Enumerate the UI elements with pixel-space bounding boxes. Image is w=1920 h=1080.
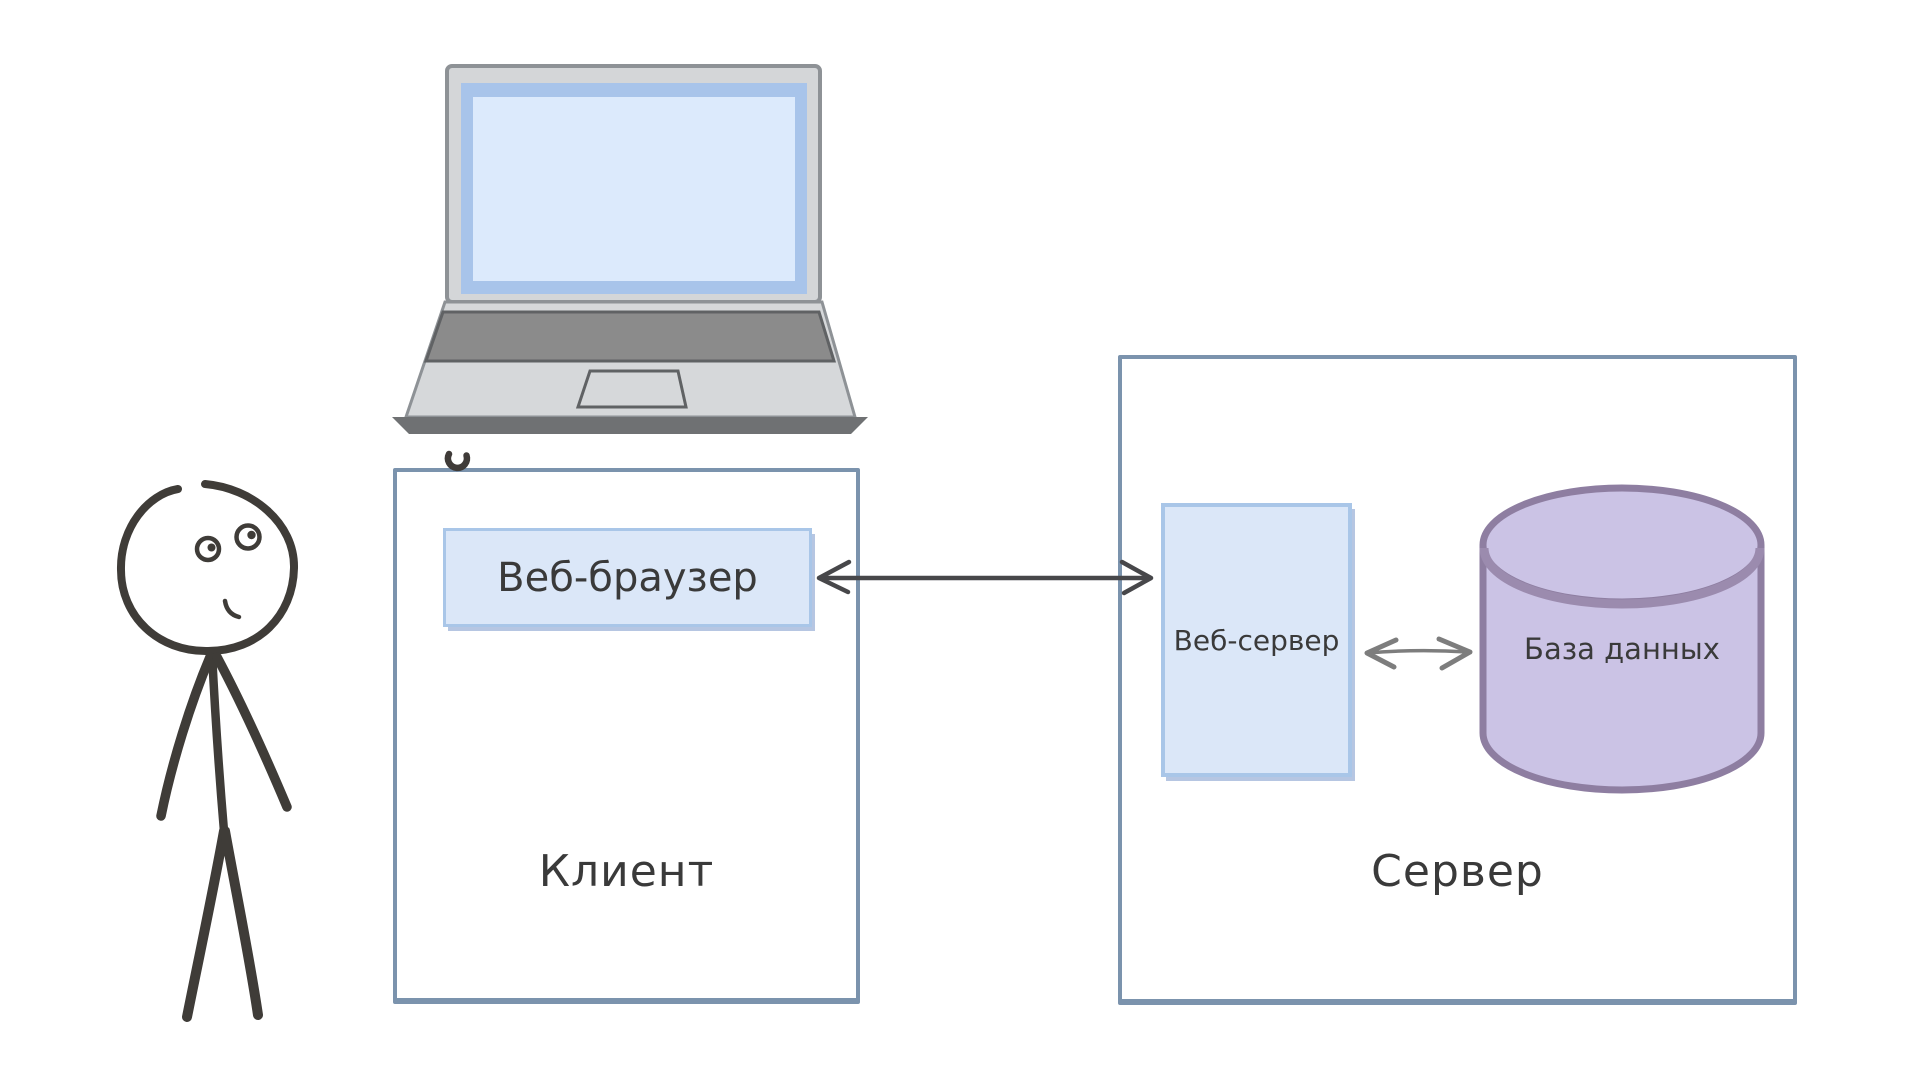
- laptop-screen: [473, 97, 795, 281]
- web-server-label: Веб-сервер: [1173, 623, 1340, 657]
- client-server-arrow: [816, 559, 1154, 596]
- web-browser-node: Веб-браузер: [443, 528, 812, 627]
- person-right-eye: [234, 523, 262, 551]
- person-head: [116, 480, 299, 656]
- person-left-eye: [194, 535, 222, 563]
- laptop-keyboard: [423, 310, 837, 363]
- laptop-lid: [445, 64, 822, 304]
- laptop-deck: [403, 300, 857, 419]
- web-server-node: Веб-сервер: [1161, 503, 1352, 777]
- curl-mark-icon: [444, 450, 471, 472]
- person-right-leg: [220, 826, 263, 1020]
- laptop-bezel: [461, 83, 807, 294]
- client-group-title: Клиент: [538, 846, 715, 897]
- person-left-leg: [182, 826, 229, 1022]
- laptop-icon: [392, 64, 868, 434]
- server-group-title: Сервер: [1371, 846, 1544, 897]
- laptop-base: [392, 417, 868, 434]
- stick-figure-icon: [116, 480, 299, 1022]
- person-right-pupil: [247, 530, 256, 540]
- database-label: База данных: [1524, 632, 1720, 666]
- laptop-touchpad: [575, 369, 688, 409]
- person-mouth: [222, 598, 242, 620]
- web-browser-label: Веб-браузер: [497, 554, 758, 601]
- person-left-pupil: [207, 543, 216, 552]
- person-right-arm: [212, 652, 292, 812]
- person-left-arm: [156, 652, 215, 821]
- person-torso: [207, 648, 229, 836]
